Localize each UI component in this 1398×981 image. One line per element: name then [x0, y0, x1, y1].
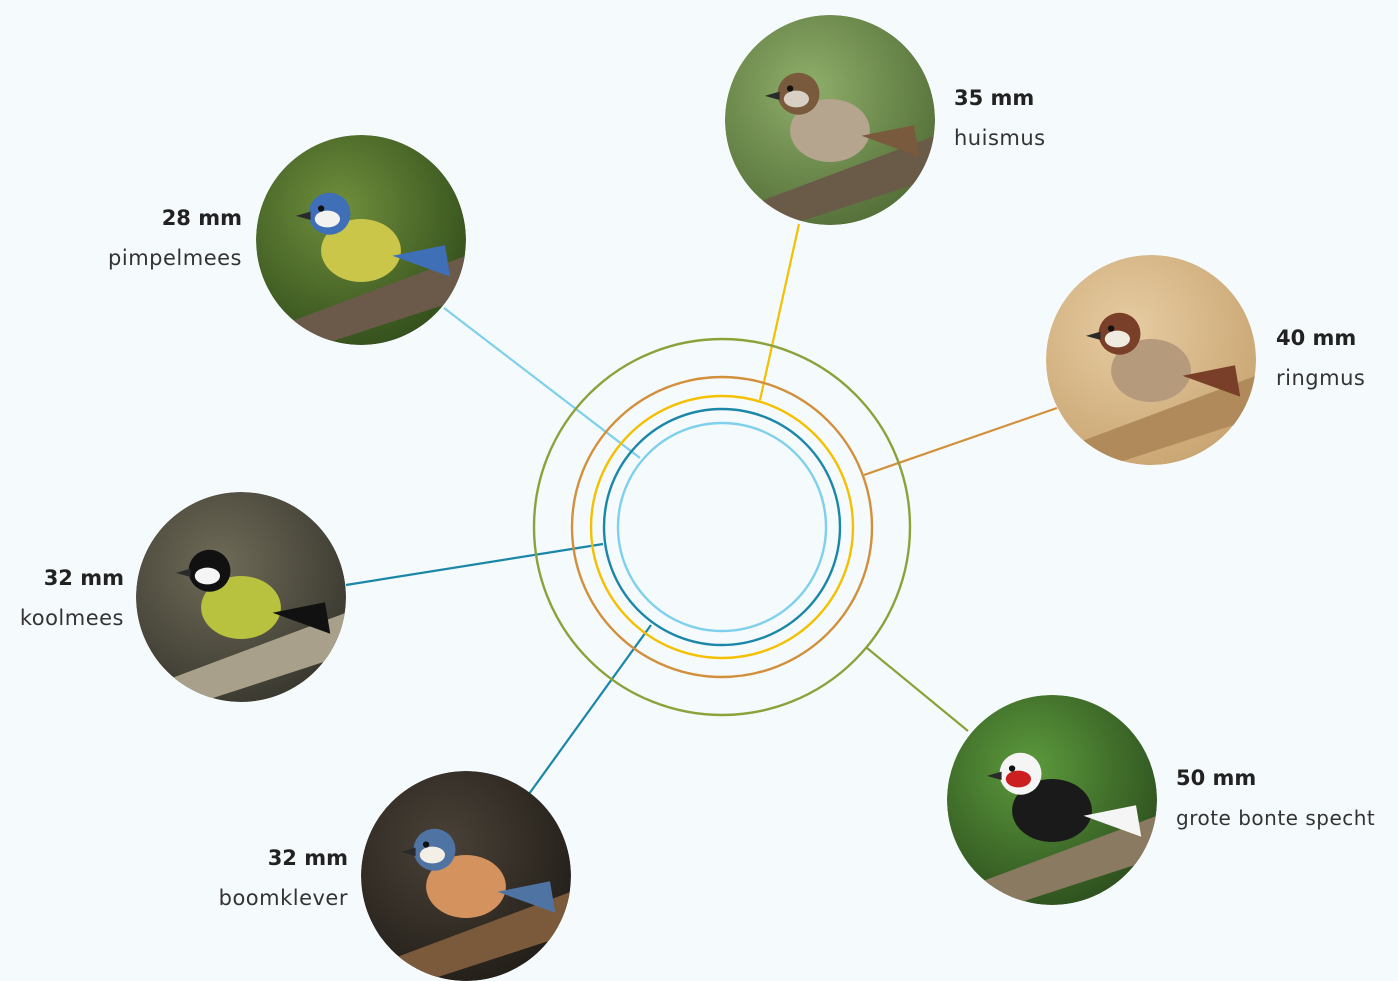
great-spotted-woodpecker-photo	[947, 695, 1157, 905]
label-ringmus: 40 mm ringmus	[1276, 318, 1396, 398]
ring-huismus	[589, 394, 855, 660]
connector-pimpelmees	[443, 307, 641, 459]
connector-boomklever	[528, 624, 652, 795]
ring-ringmus	[570, 375, 874, 679]
bird-eye	[422, 841, 430, 848]
bird-tail	[861, 125, 920, 157]
size-value: 40 mm	[1276, 326, 1357, 350]
nuthatch-photo	[361, 771, 571, 981]
ring-grote-bonte-specht	[532, 337, 912, 717]
connector-koolmees	[345, 542, 604, 587]
label-pimpelmees: 28 mm pimpelmees	[60, 198, 242, 278]
entrance-hole-rings	[532, 337, 912, 717]
bird-eye	[197, 562, 205, 569]
bird-beak	[1085, 331, 1101, 341]
bird-tail	[1083, 805, 1142, 837]
bird-beak	[175, 568, 191, 578]
bird-name: ringmus	[1276, 366, 1366, 390]
blue-tit-photo	[256, 135, 466, 345]
bird-cheek	[1104, 330, 1130, 348]
bird-body	[790, 99, 870, 162]
bird-name: koolmees	[19, 606, 124, 630]
bird-tail	[272, 602, 331, 634]
bird-body	[426, 855, 506, 918]
bird-eye	[1107, 325, 1115, 332]
bird-eye	[317, 205, 325, 212]
bird-beak	[986, 771, 1002, 781]
bird-tail	[1182, 365, 1241, 397]
bird-tail	[497, 881, 556, 913]
bird-cheek	[194, 567, 220, 585]
size-value: 28 mm	[161, 206, 242, 230]
bird-name: pimpelmees	[108, 246, 242, 270]
bird-beak	[295, 211, 311, 221]
connector-grote-bonte-specht	[866, 647, 969, 732]
label-koolmees: 32 mm koolmees	[0, 558, 124, 638]
bird-cheek	[419, 846, 445, 864]
bird-name: huismus	[954, 126, 1046, 150]
bird-body	[201, 576, 281, 639]
bird-beak	[764, 91, 780, 101]
ring-koolmees	[602, 407, 842, 647]
ring-pimpelmees	[616, 421, 828, 633]
size-value: 50 mm	[1176, 766, 1257, 790]
label-boomklever: 32 mm boomklever	[180, 838, 348, 918]
connector-lines	[345, 223, 1058, 795]
bird-body	[1012, 779, 1092, 842]
bird-tail	[392, 245, 451, 277]
label-huismus: 35 mm huismus	[954, 78, 1154, 158]
connector-ringmus	[863, 406, 1058, 477]
great-tit-photo	[136, 492, 346, 702]
size-value: 32 mm	[43, 566, 124, 590]
bird-name: grote bonte specht	[1176, 806, 1376, 830]
size-value: 32 mm	[267, 846, 348, 870]
bird-cheek	[314, 210, 340, 228]
bird-beak	[400, 847, 416, 857]
bird-body	[321, 219, 401, 282]
label-grote-bonte-specht: 50 mm grote bonte specht	[1176, 758, 1398, 838]
bird-eye	[786, 85, 794, 92]
tree-sparrow-photo	[1046, 255, 1256, 465]
size-value: 35 mm	[954, 86, 1035, 110]
bird-name: boomklever	[218, 886, 348, 910]
bird-body	[1111, 339, 1191, 402]
bird-eye	[1008, 765, 1016, 772]
bird-cheek	[783, 90, 810, 108]
connector-huismus	[758, 223, 801, 401]
bird-cheek	[1005, 770, 1031, 788]
bird-photos	[136, 15, 1256, 981]
house-sparrow-photo	[725, 15, 935, 225]
